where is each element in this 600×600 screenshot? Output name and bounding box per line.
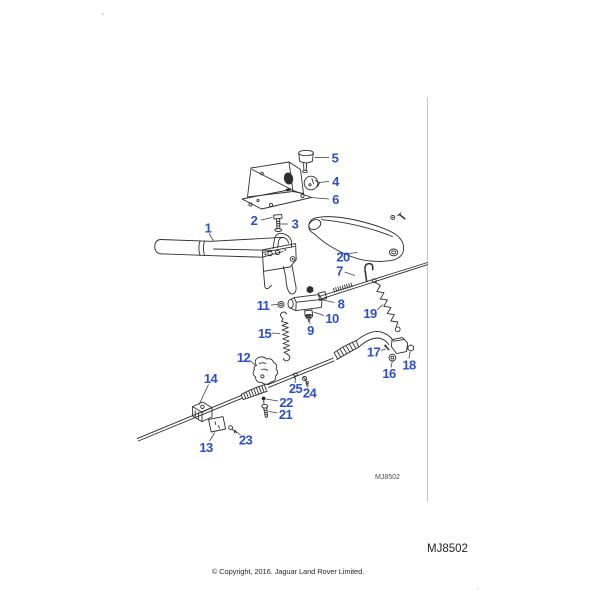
callout-leader-17 [380, 348, 387, 351]
callout-label-12[interactable]: 12 [237, 350, 251, 365]
callout-label-11[interactable]: 11 [257, 298, 271, 313]
callout-leader-23 [235, 430, 241, 436]
callout-leader-25 [294, 377, 296, 384]
exploded-diagram-artwork [102, 13, 479, 590]
callout-leader-11 [270, 304, 278, 306]
callout-label-5[interactable]: 5 [332, 151, 340, 166]
callout-label-20[interactable]: 20 [336, 250, 350, 265]
callout-label-4[interactable]: 4 [332, 174, 341, 189]
part-rod-drawing [317, 262, 428, 301]
callout-label-15[interactable]: 15 [258, 326, 272, 341]
callout-label-10[interactable]: 10 [325, 311, 339, 326]
callout-leader-8 [320, 299, 335, 303]
callout-leader-24 [305, 382, 308, 388]
part-screws-24-25-drawing [292, 372, 310, 387]
copyright-text: © Copyright, 2016. Jaguar Land Rover Lim… [211, 567, 365, 576]
callout-label-2[interactable]: 2 [251, 213, 259, 228]
callout-leader-1 [208, 233, 214, 242]
part-cable-drawing [136, 330, 415, 442]
callout-leader-16 [390, 361, 393, 368]
part-spring-15-drawing [280, 311, 291, 362]
part-boot-drawing [308, 212, 406, 262]
callout-leader-15 [271, 332, 281, 334]
callout-leader-10 [313, 311, 325, 316]
print-speck [102, 13, 104, 15]
part-spring-19-drawing [371, 278, 401, 333]
callout-leader-22 [265, 398, 279, 402]
callout-label-3[interactable]: 3 [292, 217, 300, 232]
callout-leader-20 [348, 252, 358, 254]
figure-code-watermark: MJ8502 [375, 474, 400, 481]
part-housing-drawing [241, 161, 320, 210]
callout-label-24[interactable]: 24 [303, 386, 318, 401]
callout-label-6[interactable]: 6 [332, 192, 340, 207]
callout-leader-12 [249, 360, 257, 367]
callout-label-19[interactable]: 19 [363, 306, 377, 321]
callout-leader-13 [209, 432, 216, 442]
callout-leader-19 [376, 304, 384, 311]
callout-leader-9 [309, 319, 311, 325]
callout-leader-4 [318, 181, 330, 183]
callout-leader-18 [408, 351, 411, 359]
callout-label-7[interactable]: 7 [336, 264, 344, 279]
callout-label-21[interactable]: 21 [279, 407, 293, 422]
part-fasteners-21-22-drawing [261, 396, 269, 418]
callout-label-1[interactable]: 1 [205, 221, 213, 236]
callout-label-23[interactable]: 23 [239, 433, 253, 448]
callout-label-16[interactable]: 16 [382, 366, 396, 381]
callout-leader-14 [198, 384, 209, 405]
print-speck [477, 588, 479, 590]
callout-leader-7 [344, 271, 356, 276]
callout-label-18[interactable]: 18 [402, 358, 416, 373]
part-equalizer-drawing [277, 285, 323, 323]
callout-label-8[interactable]: 8 [338, 297, 346, 312]
callout-label-14[interactable]: 14 [204, 371, 219, 386]
part-grommet-12-drawing [252, 356, 279, 385]
part-lever-drawing [154, 232, 297, 295]
callout-label-13[interactable]: 13 [199, 440, 213, 455]
part-screw-23-drawing [228, 425, 238, 434]
callout-label-9[interactable]: 9 [307, 323, 315, 338]
callout-label-22[interactable]: 22 [279, 395, 293, 410]
callout-label-17[interactable]: 17 [367, 345, 381, 360]
part-knob-drawing [303, 175, 319, 191]
figure-code: MJ8502 [427, 543, 468, 555]
part-plate-drawing [208, 416, 227, 433]
part-plug-drawing [298, 149, 314, 174]
callout-leader-2 [260, 217, 273, 221]
part-bolt-2-3-drawing [273, 213, 283, 232]
callout-label-25[interactable]: 25 [289, 381, 303, 396]
callout-leader-6 [310, 197, 330, 200]
callout-leader-21 [268, 411, 278, 414]
